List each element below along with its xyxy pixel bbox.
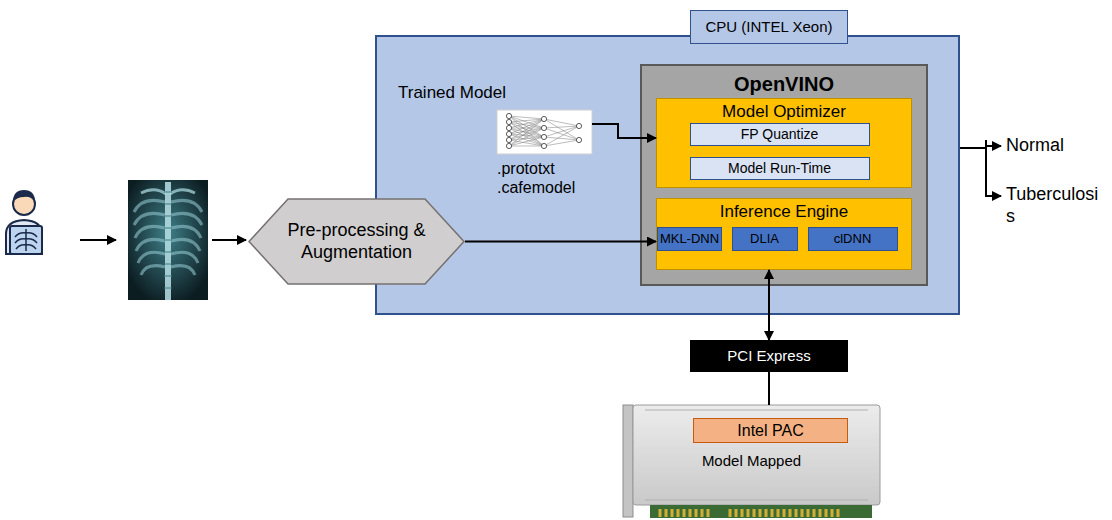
- toolkit-title: OpenVINO: [642, 72, 926, 96]
- model-file: .prototxt .cafemodel: [497, 110, 592, 154]
- hexagon-shape: [249, 199, 464, 284]
- cpu-label: CPU (INTEL Xeon): [706, 18, 833, 36]
- card-label: Model Mapped: [623, 452, 880, 470]
- optimizer-box: Model Optimizer FP QuantizeModel Run-Time: [656, 98, 912, 188]
- section-title: Trained Model: [398, 83, 506, 103]
- process-label: Pre-processing & Augmentation: [287, 220, 427, 263]
- output-arrow: [986, 195, 1001, 197]
- step-label: Model Run-Time: [728, 160, 831, 177]
- xray-ribs: [15, 229, 37, 251]
- output-arrow: [986, 145, 1001, 147]
- bus-box: PCI Express: [690, 340, 848, 372]
- cpu-box: Trained Model .prototxt .cafemodel OpenVIN…: [375, 35, 960, 315]
- process-hexagon: Pre-processing & Augmentation: [248, 198, 465, 285]
- xray-film: [128, 180, 208, 300]
- accelerator-card: Model Mapped Intel PAC: [623, 405, 880, 518]
- spine: [165, 182, 171, 300]
- connector: [768, 372, 770, 405]
- file-names: .prototxt .cafemodel: [497, 159, 597, 197]
- engine-box: Inference EngineMKL-DNN DLIA clDNN: [656, 198, 912, 270]
- xray-board: [10, 226, 42, 254]
- cpu-label-box: CPU (INTEL Xeon): [690, 10, 848, 44]
- plugin-box: DLIA: [732, 227, 798, 251]
- patient-body: [6, 220, 42, 254]
- module-title: Inference Engine: [657, 202, 911, 222]
- plugin-box: clDNN: [808, 227, 898, 251]
- class-label: Tuberculosis: [1006, 184, 1106, 227]
- card-pcb: [650, 505, 872, 518]
- fpga-box: Intel PAC: [693, 418, 848, 443]
- output-wire: [960, 140, 986, 197]
- plugin-label: DLIA: [750, 231, 779, 247]
- step-box: FP Quantize: [690, 123, 870, 146]
- card-bracket: [623, 405, 633, 517]
- accelerator-card-picture: [623, 405, 880, 518]
- module-title: Model Optimizer: [657, 102, 911, 122]
- patient-icon: [6, 190, 42, 254]
- flow-arrow: [212, 239, 246, 241]
- class-label: Normal: [1006, 135, 1064, 157]
- label-slot: Normal: [1006, 135, 1064, 157]
- plugin-box: MKL-DNN: [657, 227, 722, 251]
- step-label: FP Quantize: [741, 126, 819, 143]
- label-slot: Tuberculosis: [1006, 184, 1106, 227]
- patient-hair: [13, 190, 35, 202]
- bus-label: PCI Express: [727, 347, 810, 365]
- step-box: Model Run-Time: [690, 157, 870, 180]
- plugin-label: MKL-DNN: [660, 231, 719, 247]
- flow-arrow: [80, 239, 116, 241]
- plugin-label: clDNN: [834, 231, 872, 247]
- openvino-box: OpenVINOModel OptimizerFP QuantizeModel …: [640, 64, 928, 286]
- card-fingers: [660, 509, 838, 517]
- vertebrae: [164, 192, 172, 288]
- xray-image: [128, 180, 208, 300]
- fpga-label: Intel PAC: [737, 421, 803, 440]
- output-arrows: [960, 140, 1001, 197]
